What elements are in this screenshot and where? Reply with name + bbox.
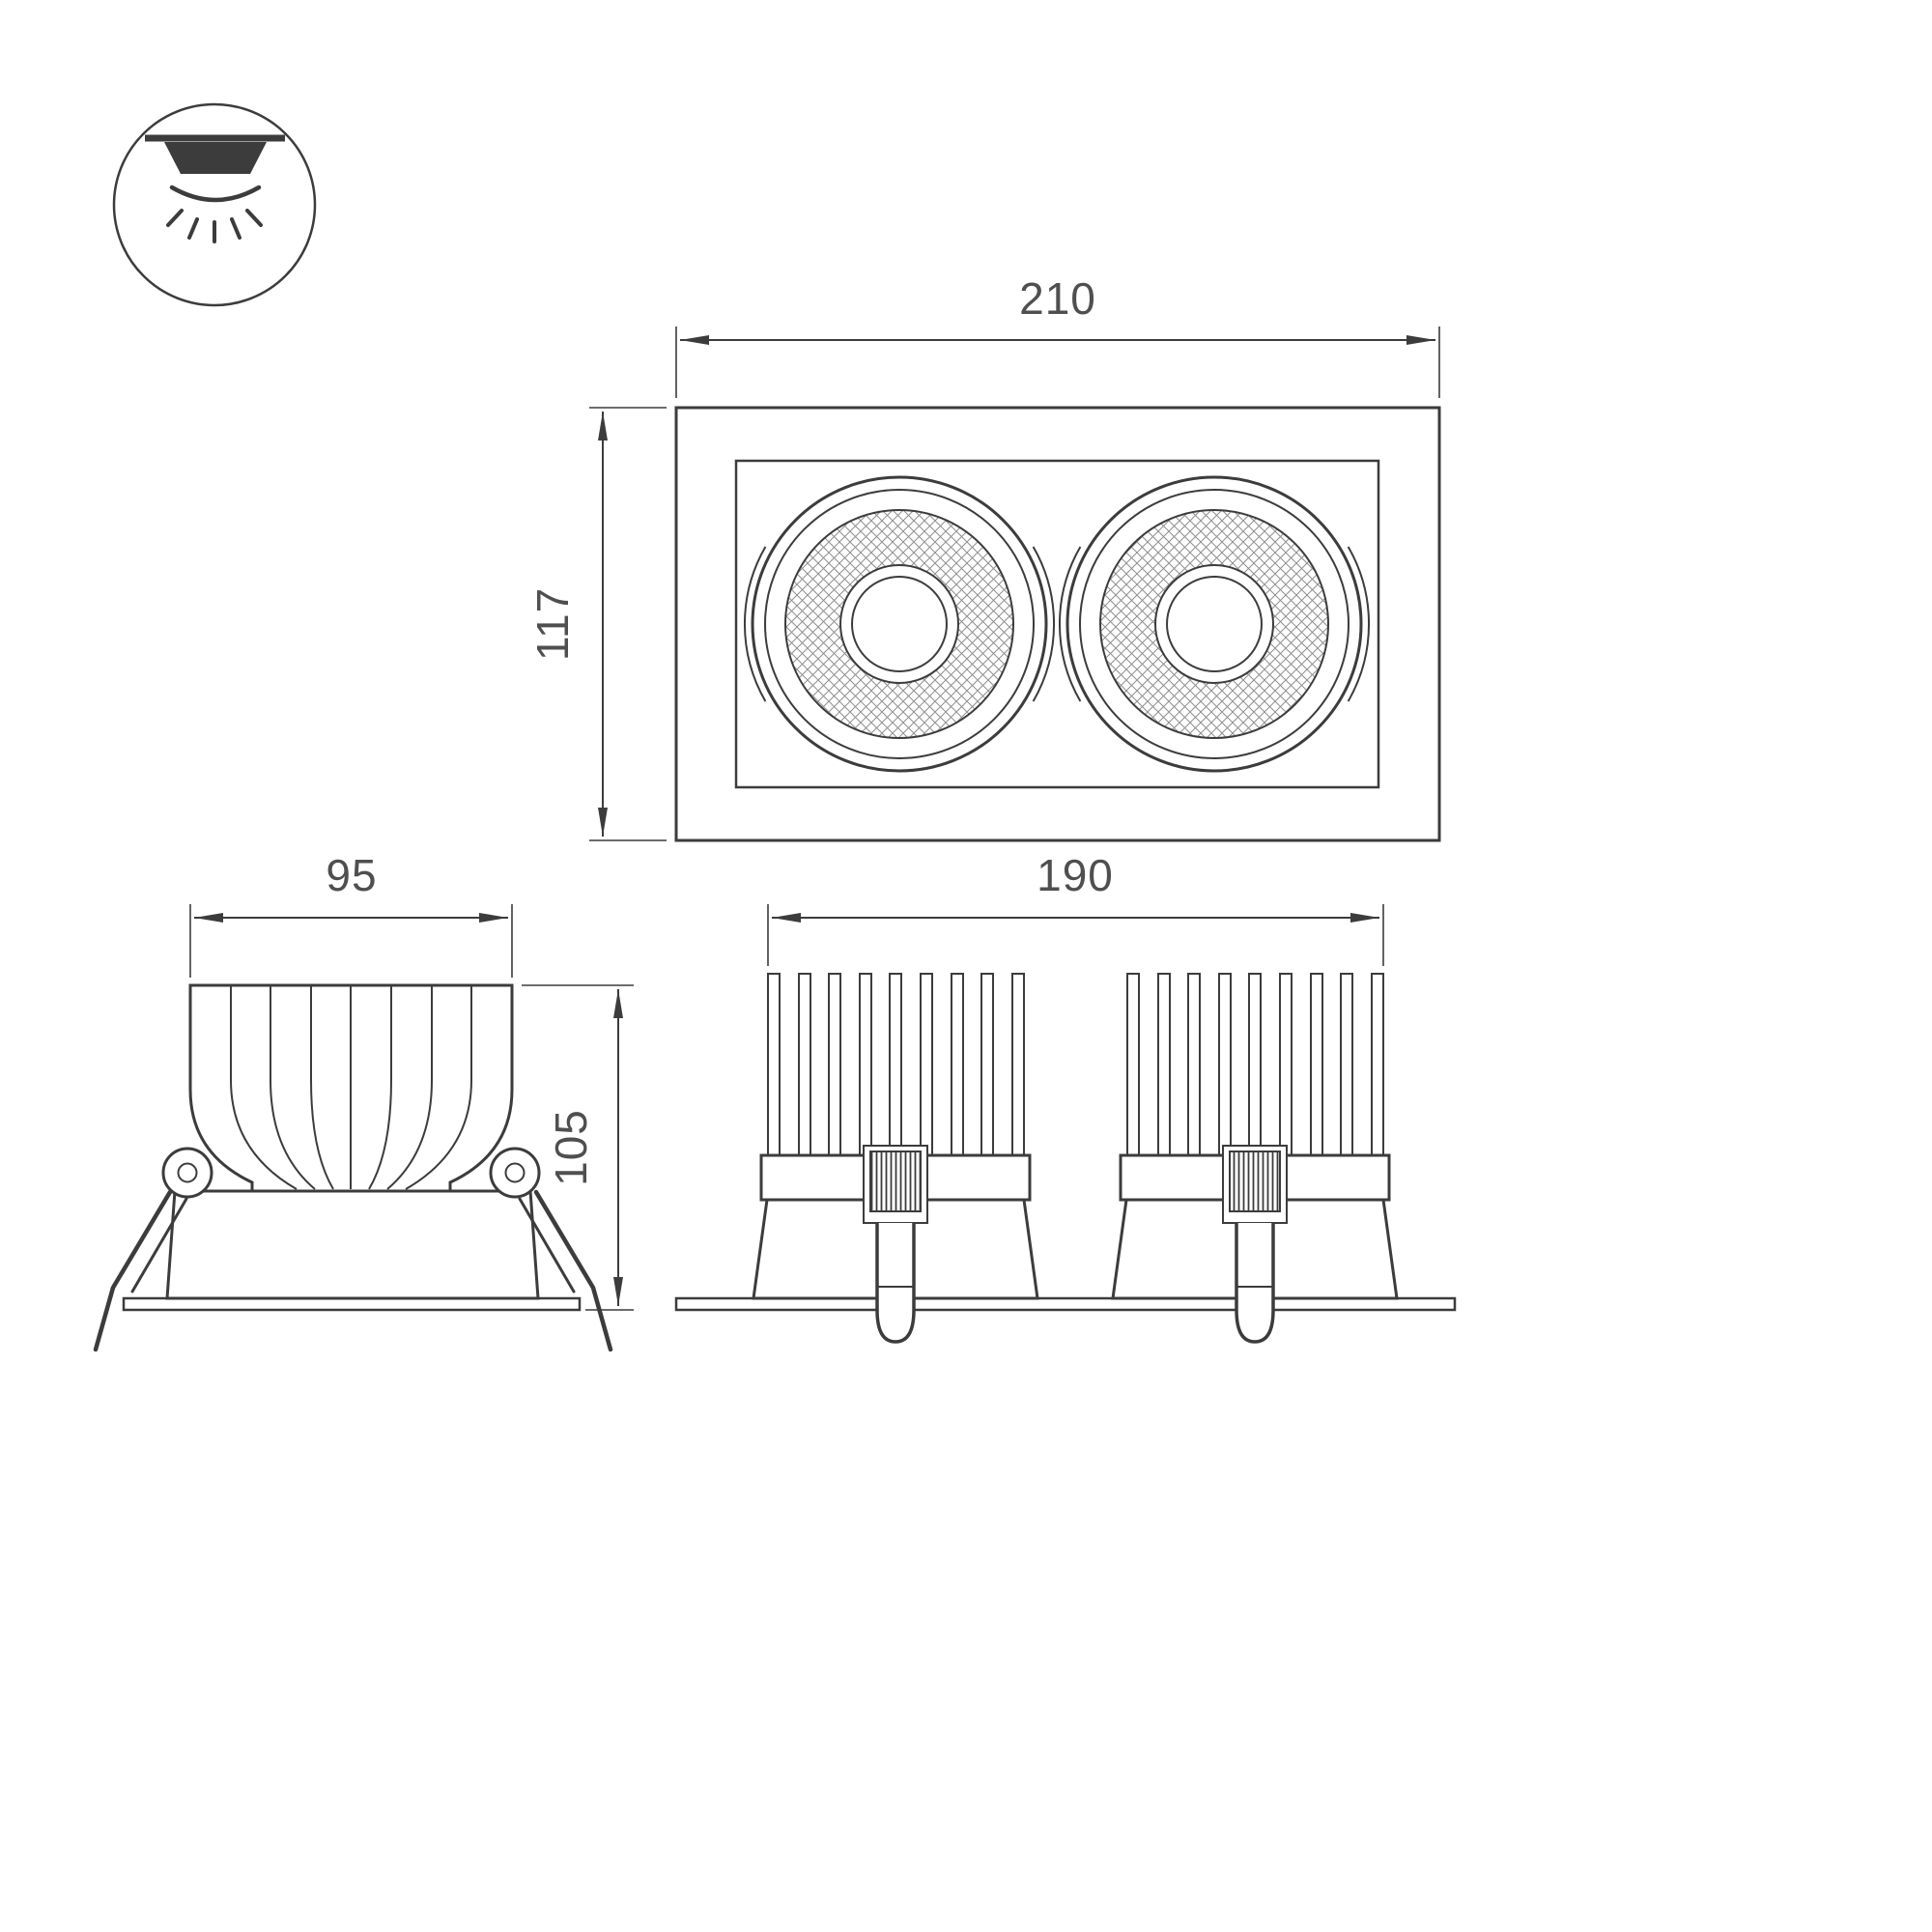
front-view	[674, 406, 1441, 842]
gimbal-arc-right	[1347, 546, 1371, 702]
elevation-view	[674, 973, 1457, 1344]
clip-loop	[875, 1223, 916, 1344]
clip-coil	[1229, 1151, 1281, 1212]
led-center	[1154, 564, 1274, 684]
light-arc	[169, 185, 262, 203]
heatsink-fins-side	[230, 985, 472, 1190]
frame-inner	[734, 459, 1380, 789]
trim-flange-front	[674, 1296, 1457, 1312]
light-rays	[166, 209, 263, 243]
trim-flange-side	[122, 1296, 582, 1312]
dim-label-117: 117	[527, 587, 578, 661]
extension-lines	[589, 407, 667, 841]
spring-clip-front-left	[863, 1145, 928, 1344]
clip-arm	[533, 1189, 613, 1352]
frame-outer	[674, 406, 1441, 842]
badge-circle	[112, 102, 317, 307]
clip-arm-inner	[518, 1197, 576, 1293]
led-chip	[851, 576, 948, 672]
gimbal-arc-right	[1032, 546, 1056, 702]
dim-label-190: 190	[1037, 850, 1114, 900]
dim-side-height: 105	[522, 984, 634, 1311]
dim-front-height: 117	[527, 407, 667, 841]
clip-pivot	[161, 1147, 213, 1199]
dim-front-width: 210	[675, 273, 1440, 398]
lens-ring-outer	[751, 475, 1048, 773]
spring-clip-right	[489, 1147, 613, 1352]
extension-lines	[189, 904, 513, 978]
dim-elevation-width: 190	[767, 850, 1384, 966]
extension-lines	[522, 984, 634, 1311]
lens-left	[743, 475, 1056, 773]
dim-label-105: 105	[546, 1109, 596, 1186]
recessed-downlight-icon	[112, 102, 317, 307]
spring-clip-left	[93, 1147, 213, 1352]
clip-pivot-hole	[177, 1162, 198, 1183]
heatsink-fins-right-module	[1126, 973, 1384, 1156]
dim-label-95: 95	[326, 850, 377, 900]
clip-arm-inner	[130, 1197, 188, 1293]
clip-pivot-hole	[504, 1162, 526, 1183]
dim-label-210: 210	[1019, 273, 1096, 324]
clip-loop	[1235, 1223, 1275, 1344]
housing-body-side	[165, 1189, 540, 1300]
led-center	[839, 564, 959, 684]
heatsink-fins-left-module	[767, 973, 1025, 1156]
lens-ring	[1079, 489, 1350, 759]
gimbal-arc-left	[1058, 546, 1082, 702]
dim-side-width: 95	[189, 850, 513, 978]
extension-lines	[767, 904, 1384, 966]
heatsink-contour	[188, 983, 514, 1191]
lens-right	[1058, 475, 1371, 773]
clip-coil	[869, 1151, 922, 1212]
lens-ring	[764, 489, 1035, 759]
clip-arm	[93, 1189, 173, 1352]
led-chip	[1166, 576, 1263, 672]
clip-pivot	[489, 1147, 541, 1199]
gimbal-arc-left	[743, 546, 767, 702]
side-view	[93, 983, 613, 1352]
extension-lines	[675, 327, 1440, 398]
spring-clip-front-right	[1222, 1145, 1288, 1344]
lens-ring-outer	[1065, 475, 1363, 773]
lamp-body-glyph	[164, 142, 267, 174]
